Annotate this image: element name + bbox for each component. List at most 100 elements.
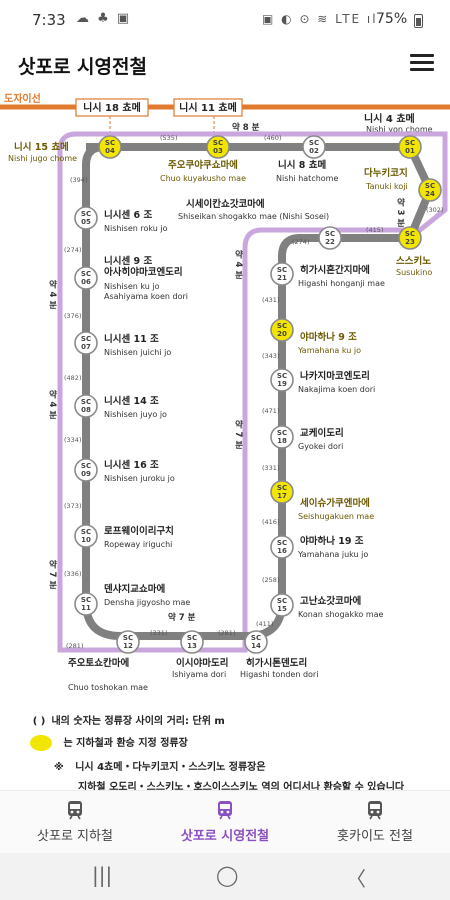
station-circle[interactable]: [74, 206, 98, 230]
station-code: SC: [405, 230, 415, 238]
station-circle[interactable]: [180, 630, 204, 654]
station-roman-name: Seishugakuen mae: [298, 512, 375, 521]
station-code: SC: [277, 372, 287, 380]
station-name: 니시 15 쵸메: [14, 142, 69, 153]
station-name: 야마하나 9 조: [300, 332, 357, 343]
battery-icon: [414, 14, 423, 28]
station-code: SC: [81, 596, 91, 604]
station-circle[interactable]: [74, 331, 98, 355]
transfer-station-circle[interactable]: [398, 135, 422, 159]
station-name: 야마하나 19 조: [300, 536, 364, 547]
transfer-station-circle[interactable]: [206, 135, 230, 159]
nav-sapporo-subway[interactable]: 삿포로 지하철: [0, 799, 150, 844]
loop-outline: [57, 131, 448, 653]
station-name: 다누키코지: [364, 168, 408, 179]
route-map[interactable]: 도자이선 니시 18 쵸메 니시 11 쵸메 니시 4 쵸메 Nishi yon…: [0, 90, 450, 790]
back-icon[interactable]: 〈: [346, 867, 366, 891]
station-code: SC: [325, 230, 335, 238]
station-circle[interactable]: [244, 630, 268, 654]
station-code: 19: [277, 380, 287, 388]
distance-label: (258): [262, 576, 279, 584]
station-name: 니시센 16 조: [104, 460, 159, 471]
status-bar: 7:33 ☁ ♣ ▣ ▣ ◐ ⊙ ≋ LTE ıl 75%: [0, 0, 450, 40]
station-roman-name: Higashi tonden dori: [240, 670, 319, 679]
station-circle[interactable]: [270, 262, 294, 286]
station-name: 주오쿠야쿠쇼마에: [168, 160, 238, 171]
transfer-station-circle[interactable]: [398, 226, 422, 250]
station-code: 07: [81, 343, 91, 351]
station-circle[interactable]: [74, 458, 98, 482]
transfer-station-circle[interactable]: [270, 318, 294, 342]
station-code: SC: [123, 634, 133, 642]
transfer-tag-label: 니시 18 쵸메: [83, 101, 141, 114]
station-roman-name: Densha jigyosho mae: [104, 598, 191, 607]
map-legend: ( ) 내의 숫자는 정류장 사이의 거리: 단위 m 는 지하철과 환승 지정…: [30, 712, 450, 790]
home-icon[interactable]: ◯: [216, 863, 239, 887]
transfer-station-circle[interactable]: [270, 480, 294, 504]
distance-label: (471): [262, 407, 279, 415]
transfer-station-circle[interactable]: [418, 178, 442, 202]
station-roman-name: Susukino: [396, 268, 433, 277]
station-name: 히가시혼간지마에: [300, 265, 370, 276]
system-nav-bar: ||| ◯ 〈: [0, 853, 450, 900]
app-bar: 삿포로 시영전철: [0, 40, 450, 90]
station-circle[interactable]: [270, 368, 294, 392]
recent-apps-icon[interactable]: |||: [92, 863, 113, 887]
distance-label: (415): [366, 226, 383, 234]
station-roman-name: Nishisen juyo jo: [104, 410, 167, 419]
station-circle[interactable]: [74, 394, 98, 418]
distance-label: (336): [64, 570, 81, 578]
distance-label: (334): [64, 436, 81, 444]
station-circle[interactable]: [318, 226, 342, 250]
nav-hokkaido-rail[interactable]: 홋카이도 전철: [300, 799, 450, 844]
station-circle[interactable]: [74, 524, 98, 548]
station-circle[interactable]: [74, 592, 98, 616]
station-circle[interactable]: [270, 425, 294, 449]
station-code: 13: [187, 642, 197, 650]
station-code: 11: [81, 604, 91, 612]
station-code: SC: [81, 528, 91, 536]
station-name: 교케이도리: [300, 428, 344, 439]
transfer-station-circle[interactable]: [98, 135, 122, 159]
station-name: 주오토쇼칸마에: [68, 658, 130, 669]
station-roman-name: Chuo kuyakusho mae: [160, 174, 247, 183]
station-circle[interactable]: [116, 630, 140, 654]
station-roman-name: Nishisen ku jo Asahiyama koen dori: [104, 282, 188, 301]
station-name: 시세이칸쇼갓코마에: [186, 199, 265, 210]
station-code: 04: [105, 147, 115, 155]
station-circle[interactable]: [74, 266, 98, 290]
menu-icon[interactable]: [410, 54, 434, 74]
station-circle[interactable]: [302, 135, 326, 159]
station-circle[interactable]: [270, 535, 294, 559]
distance-label: (331): [150, 629, 167, 637]
nav-sapporo-tram[interactable]: 삿포로 시영전철: [150, 799, 300, 844]
station-name: 니시센 14 조: [104, 396, 159, 407]
travel-time-label: 약 4 분: [47, 279, 57, 309]
station-circle[interactable]: [270, 593, 294, 617]
nav-label: 홋카이도 전철: [337, 829, 413, 844]
